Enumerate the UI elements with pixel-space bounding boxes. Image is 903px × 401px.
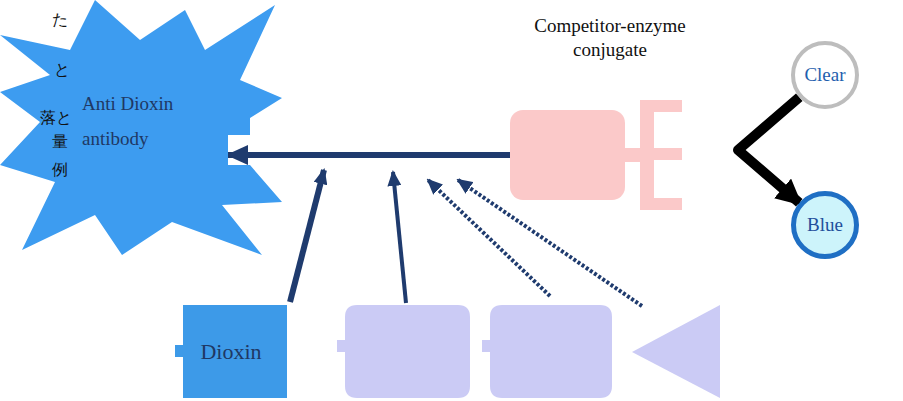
binding-arrow [290,170,324,302]
conjugate-shape: Competitor-enzyme conjugate [510,98,682,212]
dioxin-block: Dioxin [175,305,287,398]
node-text: Dioxin [200,339,261,365]
conjugate-shape-outline [510,98,682,212]
competitor-triangle [632,305,720,398]
node-text: Competitor-enzyme conjugate [515,14,705,62]
result-circle [793,43,857,107]
node-text: Anti Dioxin antibody [82,86,217,156]
binding-arrow [393,172,406,303]
slide-text-fragment: 例 [52,162,68,178]
competitor-block [482,305,612,398]
slide-text-fragment: と [54,62,70,78]
binding-arrow [228,152,510,158]
slide-text-fragment: た [52,12,68,28]
antibody-starburst-outline [0,0,228,255]
dioxin-shape [175,305,287,398]
blue-circle: Blue [791,191,859,259]
result-circle [794,194,857,257]
antibody-starburst: Anti Dioxin antibody [0,0,228,255]
competitor-comb [623,100,682,210]
clear-circle: Clear [791,41,859,109]
slide-text-fragment: 量 [52,134,68,150]
node-text: Clear [804,64,845,86]
starburst [0,0,282,255]
node-text: Blue [807,214,843,236]
reaction-arrow [738,97,799,203]
competitor-block [337,305,470,398]
slide-text-fragment: 落と [40,110,72,126]
enzyme-body [510,110,625,200]
